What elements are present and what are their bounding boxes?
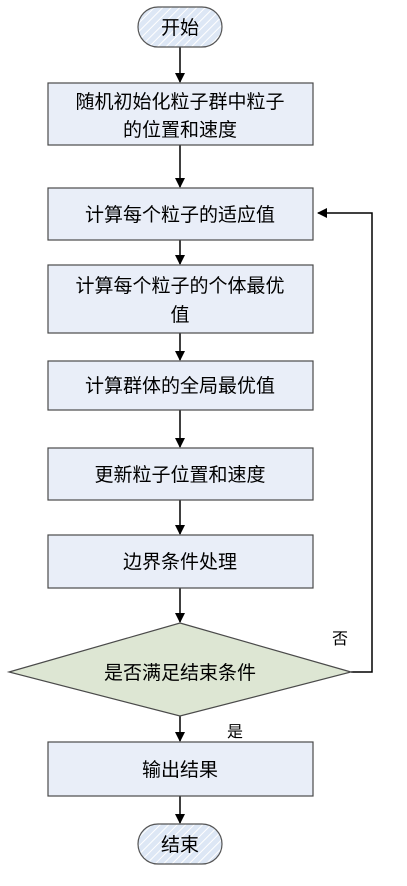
step-gbest-box: 计算群体的全局最优值 — [47, 360, 314, 411]
step-pbest-box: 计算每个粒子的个体最优 值 — [47, 264, 314, 334]
yes-branch-label: 是 — [227, 722, 243, 741]
output-label: 输出结果 — [142, 759, 218, 781]
end-label: 结束 — [161, 834, 199, 856]
step-fitness-box: 计算每个粒子的适应值 — [47, 187, 314, 241]
decision-label: 是否满足结束条件 — [104, 662, 256, 684]
no-branch-label: 否 — [332, 629, 348, 648]
step-pbest-line-2: 值 — [170, 304, 189, 326]
step-init-box: 随机初始化粒子群中粒子 的位置和速度 — [47, 82, 314, 146]
step-init-line-2: 的位置和速度 — [123, 119, 237, 141]
step-pbest-line-1: 计算每个粒子的个体最优 — [75, 275, 284, 297]
step-boundary-line-1: 边界条件处理 — [123, 551, 237, 573]
end-terminal: 结束 — [137, 823, 223, 865]
arrow-no-loop — [317, 208, 373, 673]
decision-diamond: 是否满足结束条件 — [6, 622, 354, 717]
connectors — [175, 47, 373, 824]
start-terminal: 开始 — [137, 6, 223, 48]
step-fitness-line-1: 计算每个粒子的适应值 — [85, 204, 275, 226]
step-boundary-box: 边界条件处理 — [47, 534, 314, 589]
step-init-line-1: 随机初始化粒子群中粒子 — [75, 91, 284, 113]
output-box: 输出结果 — [47, 741, 314, 797]
step-gbest-line-1: 计算群体的全局最优值 — [85, 375, 275, 397]
step-update-box: 更新粒子位置和速度 — [47, 447, 314, 501]
step-update-line-1: 更新粒子位置和速度 — [94, 464, 265, 486]
start-label: 开始 — [161, 17, 199, 39]
